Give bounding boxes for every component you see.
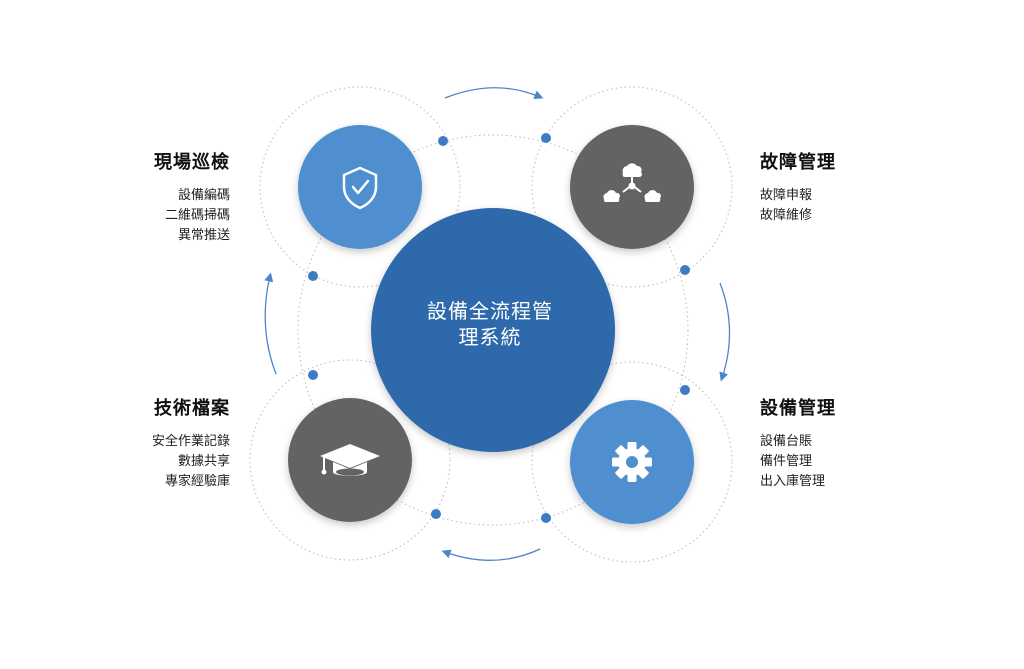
shield-check-icon xyxy=(342,166,378,210)
module-item: 設備台賬 xyxy=(760,434,813,449)
arrow-bottom xyxy=(441,548,541,561)
module-title: 設備管理 xyxy=(760,398,836,419)
module-label-fault: 故障管理 故障申報 故障維修 xyxy=(760,148,836,226)
module-title: 故障管理 xyxy=(760,152,836,173)
module-item: 專家經驗庫 xyxy=(164,474,230,489)
graduation-cap-icon xyxy=(320,444,380,476)
module-item: 故障申報 xyxy=(760,188,813,203)
module-item: 備件管理 xyxy=(760,454,813,469)
center-title: 設備全流程管 理系統 xyxy=(405,298,575,350)
cloud-network-icon xyxy=(603,163,661,202)
connector-dot xyxy=(680,265,690,275)
module-item: 安全作業記錄 xyxy=(151,434,230,449)
connector-dot xyxy=(541,513,551,523)
module-title: 技術檔案 xyxy=(154,398,230,419)
module-item: 二維碼掃碼 xyxy=(164,208,230,223)
orbit-ring-bottom-right xyxy=(531,361,733,563)
module-item: 設備編碼 xyxy=(177,188,230,203)
orbit-ring-top-left xyxy=(259,86,461,288)
center-title-line1: 設備全流程管 xyxy=(427,299,553,323)
module-item: 異常推送 xyxy=(177,228,230,243)
connector-dot xyxy=(680,385,690,395)
connector-dot xyxy=(308,271,318,281)
connector-dot xyxy=(431,509,441,519)
arrow-right xyxy=(719,282,731,382)
module-label-equipment: 設備管理 設備台賬 備件管理 出入庫管理 xyxy=(760,394,836,492)
arrow-top xyxy=(444,87,544,100)
module-label-archive: 技術檔案 安全作業記錄 數據共享 專家經驗庫 xyxy=(152,394,230,492)
module-label-inspection: 現場巡檢 設備編碼 二維碼掃碼 異常推送 xyxy=(154,148,230,246)
gear-icon xyxy=(612,442,652,482)
center-title-line2: 理系統 xyxy=(458,325,522,349)
orbit-ring-bottom-left xyxy=(249,359,451,561)
center-circle xyxy=(371,208,615,452)
module-circle-inspection[interactable] xyxy=(298,125,422,249)
module-item: 故障維修 xyxy=(760,208,813,223)
orbit-ring-top-right xyxy=(531,86,733,288)
connector-dot xyxy=(438,136,448,146)
module-title: 現場巡檢 xyxy=(154,152,230,173)
connector-dot xyxy=(308,370,318,380)
module-item: 出入庫管理 xyxy=(760,474,826,489)
connector-dot xyxy=(541,133,551,143)
module-item: 數據共享 xyxy=(177,454,230,469)
main-orbit-ring xyxy=(297,134,689,526)
arrow-left xyxy=(264,272,277,375)
